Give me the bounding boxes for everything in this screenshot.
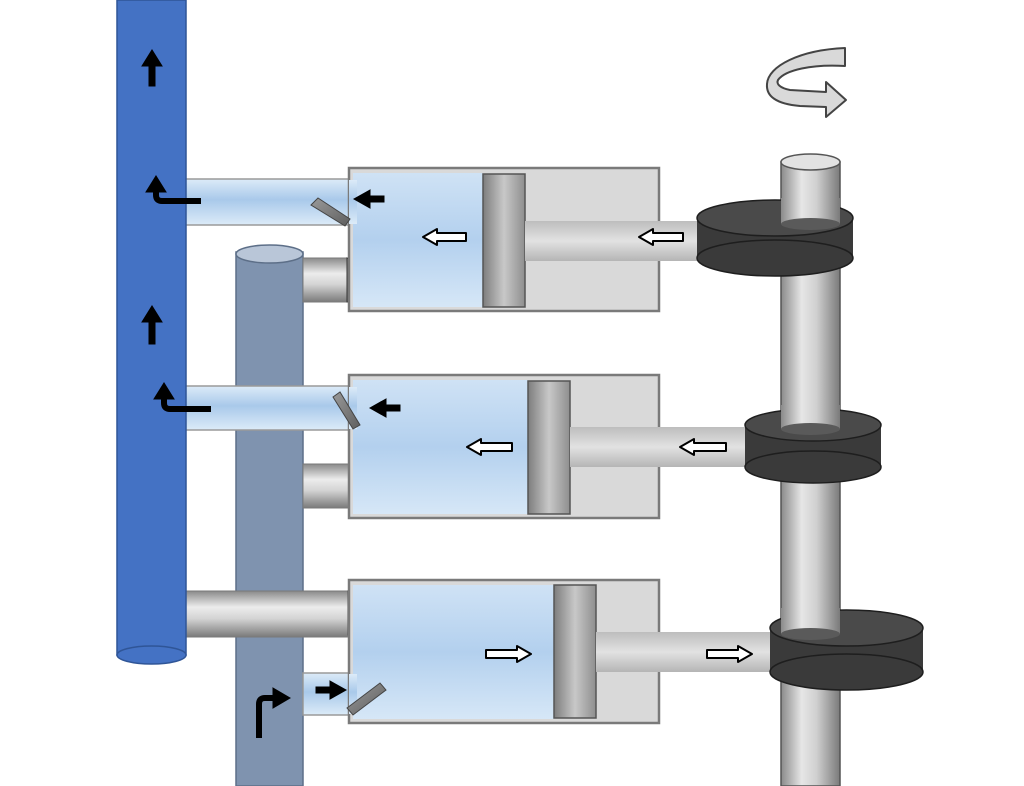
arrow-right-icon xyxy=(315,680,348,700)
piston xyxy=(482,173,526,308)
eccentric-cam-3 xyxy=(769,608,924,691)
eccentric-cam-1 xyxy=(696,198,854,277)
piston xyxy=(553,584,597,719)
arrow-left-icon xyxy=(679,438,727,456)
arrow-left-icon xyxy=(368,398,401,418)
suction-pipe xyxy=(302,672,352,716)
suction-pipe xyxy=(302,463,354,509)
suction-manifold xyxy=(235,244,304,786)
arrow-left-icon xyxy=(422,228,467,246)
arrow-up-icon xyxy=(141,49,163,87)
piston xyxy=(527,380,571,515)
discharge-pipe xyxy=(184,385,350,431)
discharge-pipe xyxy=(184,590,352,638)
elbow-arrow-icon xyxy=(256,687,291,738)
arrow-left-icon xyxy=(352,189,385,209)
cylinder-3 xyxy=(184,578,774,725)
arrow-up-icon xyxy=(141,305,163,345)
arrow-left-icon xyxy=(466,438,513,456)
arrow-left-icon xyxy=(638,228,684,246)
discharge-valve xyxy=(310,197,351,227)
rotation-arrow-icon xyxy=(765,47,847,118)
arrow-right-icon xyxy=(485,645,532,663)
piston-motion-arrows xyxy=(422,228,753,663)
suction-valve xyxy=(346,682,387,716)
discharge-valve xyxy=(332,391,361,430)
eccentric-cam-2 xyxy=(744,405,882,484)
elbow-arrow-icon xyxy=(145,175,201,204)
elbow-arrow-icon xyxy=(153,382,211,412)
suction-pipe xyxy=(302,257,351,303)
arrow-right-icon xyxy=(706,645,753,663)
flow-arrows-discharge xyxy=(141,49,401,738)
cylinder-1 xyxy=(184,166,698,313)
